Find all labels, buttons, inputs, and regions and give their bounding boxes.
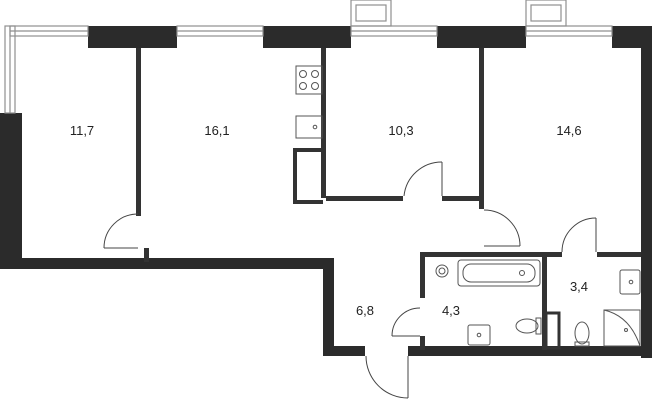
- partition: [542, 252, 547, 350]
- window-icon: [350, 0, 438, 37]
- doors: [103, 161, 597, 399]
- door-icon: [391, 307, 421, 337]
- partition: [420, 252, 547, 257]
- wall-segment: [0, 258, 334, 269]
- partition: [547, 252, 562, 257]
- wall-segment: [263, 26, 351, 48]
- walls: [0, 26, 652, 358]
- partition: [420, 252, 425, 298]
- room-area-bathroom: 4,3: [442, 303, 460, 318]
- windows: [4, 0, 613, 114]
- partition: [420, 336, 425, 350]
- washbasin-icon: [467, 324, 491, 346]
- partition: [597, 252, 641, 257]
- partition: [479, 48, 484, 209]
- partition: [293, 148, 297, 204]
- window-icon: [4, 25, 89, 114]
- toilet-icon: [515, 317, 542, 335]
- room-area-bedroom-2: 14,6: [556, 123, 581, 138]
- partition: [293, 200, 323, 204]
- wall-segment: [437, 26, 526, 48]
- partition: [144, 248, 149, 262]
- wall-segment: [0, 113, 22, 268]
- wall-segment: [88, 26, 177, 48]
- room-labels: 11,7 16,1 10,3 14,6 6,8 4,3 3,4: [70, 123, 588, 318]
- door-icon: [103, 213, 139, 249]
- room-area-wc: 3,4: [570, 279, 588, 294]
- partition: [321, 48, 326, 198]
- washbasin-icon: [619, 269, 641, 295]
- sink-icon: [295, 115, 323, 139]
- door-icon: [365, 355, 409, 399]
- room-area-bedroom-1: 11,7: [70, 123, 94, 138]
- room-area-kitchen: 10,3: [388, 123, 413, 138]
- bathtub-icon: [457, 259, 541, 287]
- partition: [293, 148, 323, 152]
- door-icon: [483, 209, 521, 247]
- shower-icon: [603, 309, 641, 347]
- door-icon: [561, 217, 597, 253]
- room-area-living-room: 16,1: [204, 123, 229, 138]
- wall-segment: [323, 346, 365, 356]
- window-icon: [525, 0, 613, 37]
- partition: [442, 196, 484, 201]
- window-icon: [176, 25, 264, 37]
- partition: [136, 48, 141, 216]
- door-icon: [403, 161, 443, 197]
- wall-segment: [641, 26, 652, 358]
- stove-icon: [295, 65, 323, 95]
- room-area-hallway: 6,8: [356, 303, 374, 318]
- partition: [544, 311, 561, 350]
- wall-segment: [323, 258, 334, 356]
- interior-walls: [136, 48, 641, 350]
- toilet-icon: [574, 321, 590, 347]
- washbasin-icon: [435, 264, 449, 278]
- partition: [326, 196, 403, 201]
- wall-segment: [408, 346, 652, 356]
